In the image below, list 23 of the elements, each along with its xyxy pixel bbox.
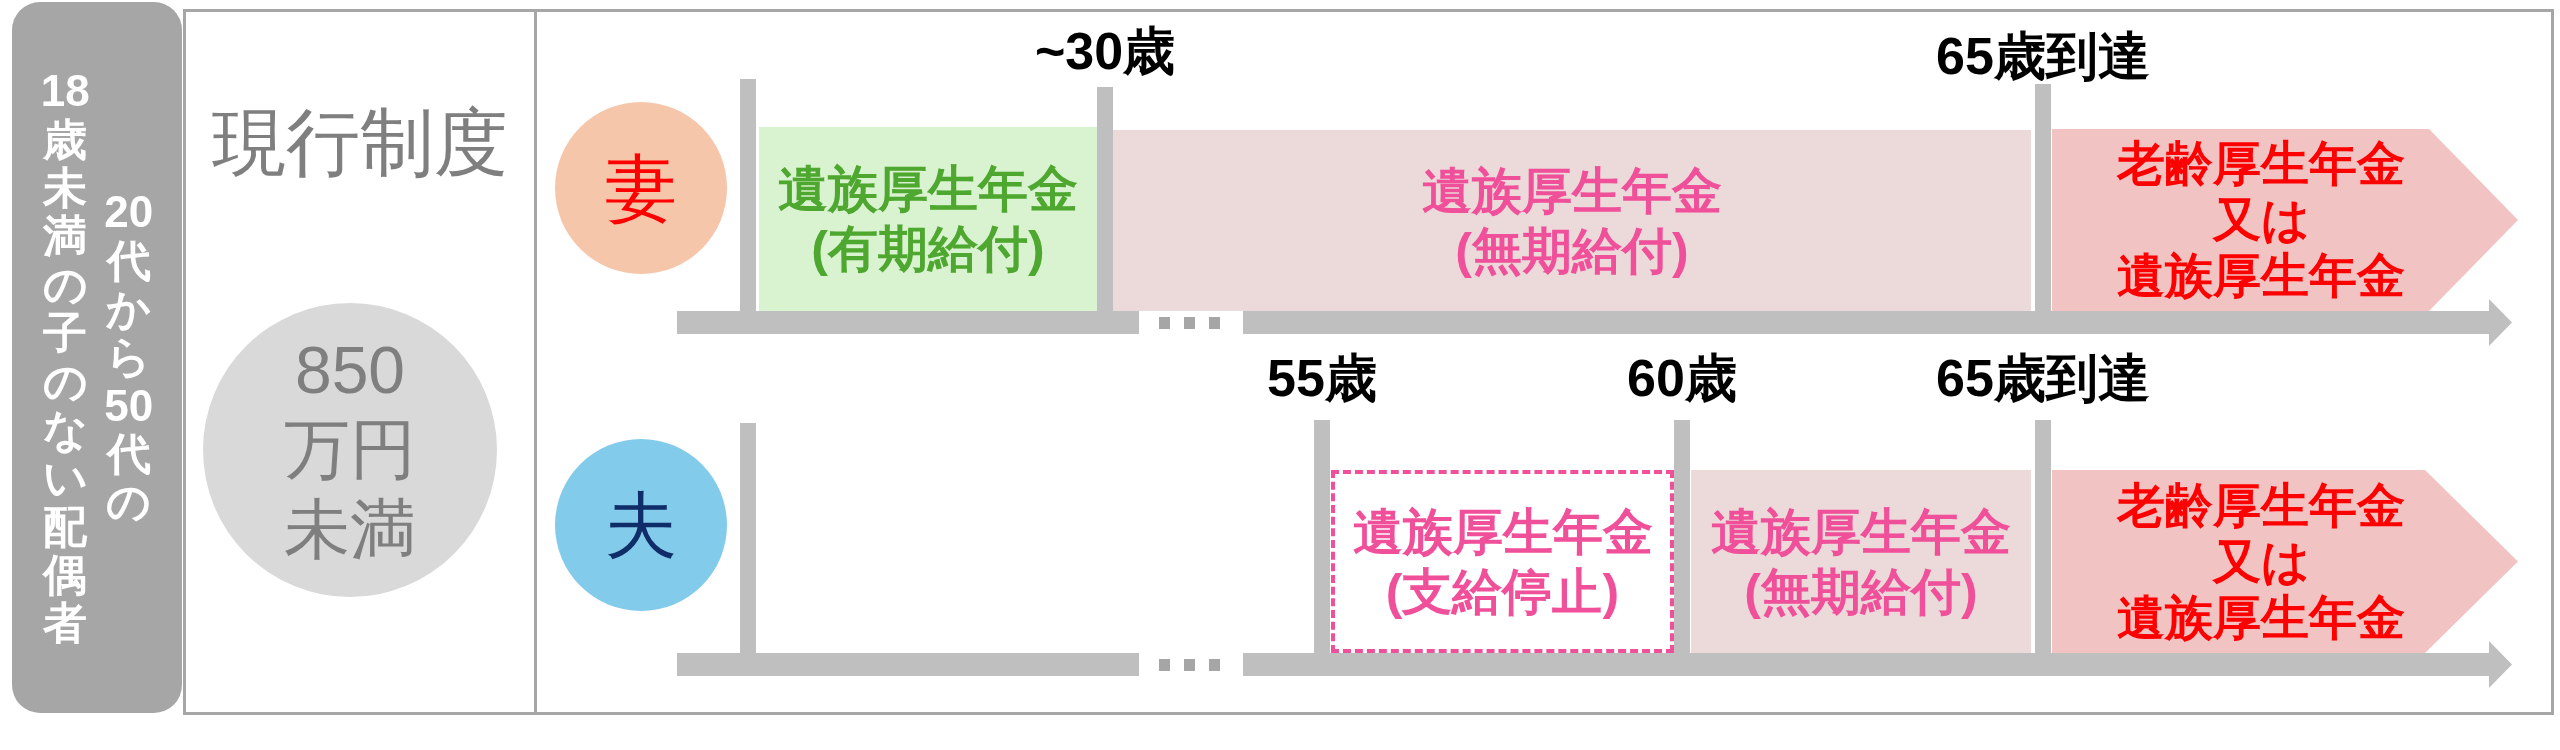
age-label: 65歳到達 [1936,352,2150,404]
benefit-text: 遺族厚生年金(無期給付) [1710,502,2012,622]
benefit-text: 遺族厚生年金(無期給付) [1421,161,1723,281]
age-label: 60歳 [1627,352,1737,404]
system-cell [183,9,537,715]
vertical-text: 20代から50代の [103,188,155,527]
income-text: 850万円未満 [283,332,417,568]
benefit-text: 老齢厚生年金又は遺族厚生年金 [2117,477,2405,646]
benefit-text: 老齢厚生年金又は遺族厚生年金 [2117,136,2405,304]
spouse-label: 妻 [605,152,677,224]
benefit-period-box [1691,470,2031,653]
benefit-period-box [1113,130,2031,311]
cell-title: 現行制度 [212,100,508,186]
spouse-label: 夫 [605,489,677,561]
vertical-text: 18歳未満の子のない配偶者 [39,67,91,648]
benefit-text: 遺族厚生年金(有期給付) [777,160,1079,279]
benefit-text: 遺族厚生年金(支給停止) [1351,502,1654,622]
age-label: 65歳到達 [1936,30,2150,82]
suspended-period-box [1331,470,1674,653]
benefit-period-box [759,127,1097,311]
category-panel [12,2,182,713]
age-label: ~30歳 [1034,25,1176,77]
age-label: 55歳 [1267,352,1377,404]
